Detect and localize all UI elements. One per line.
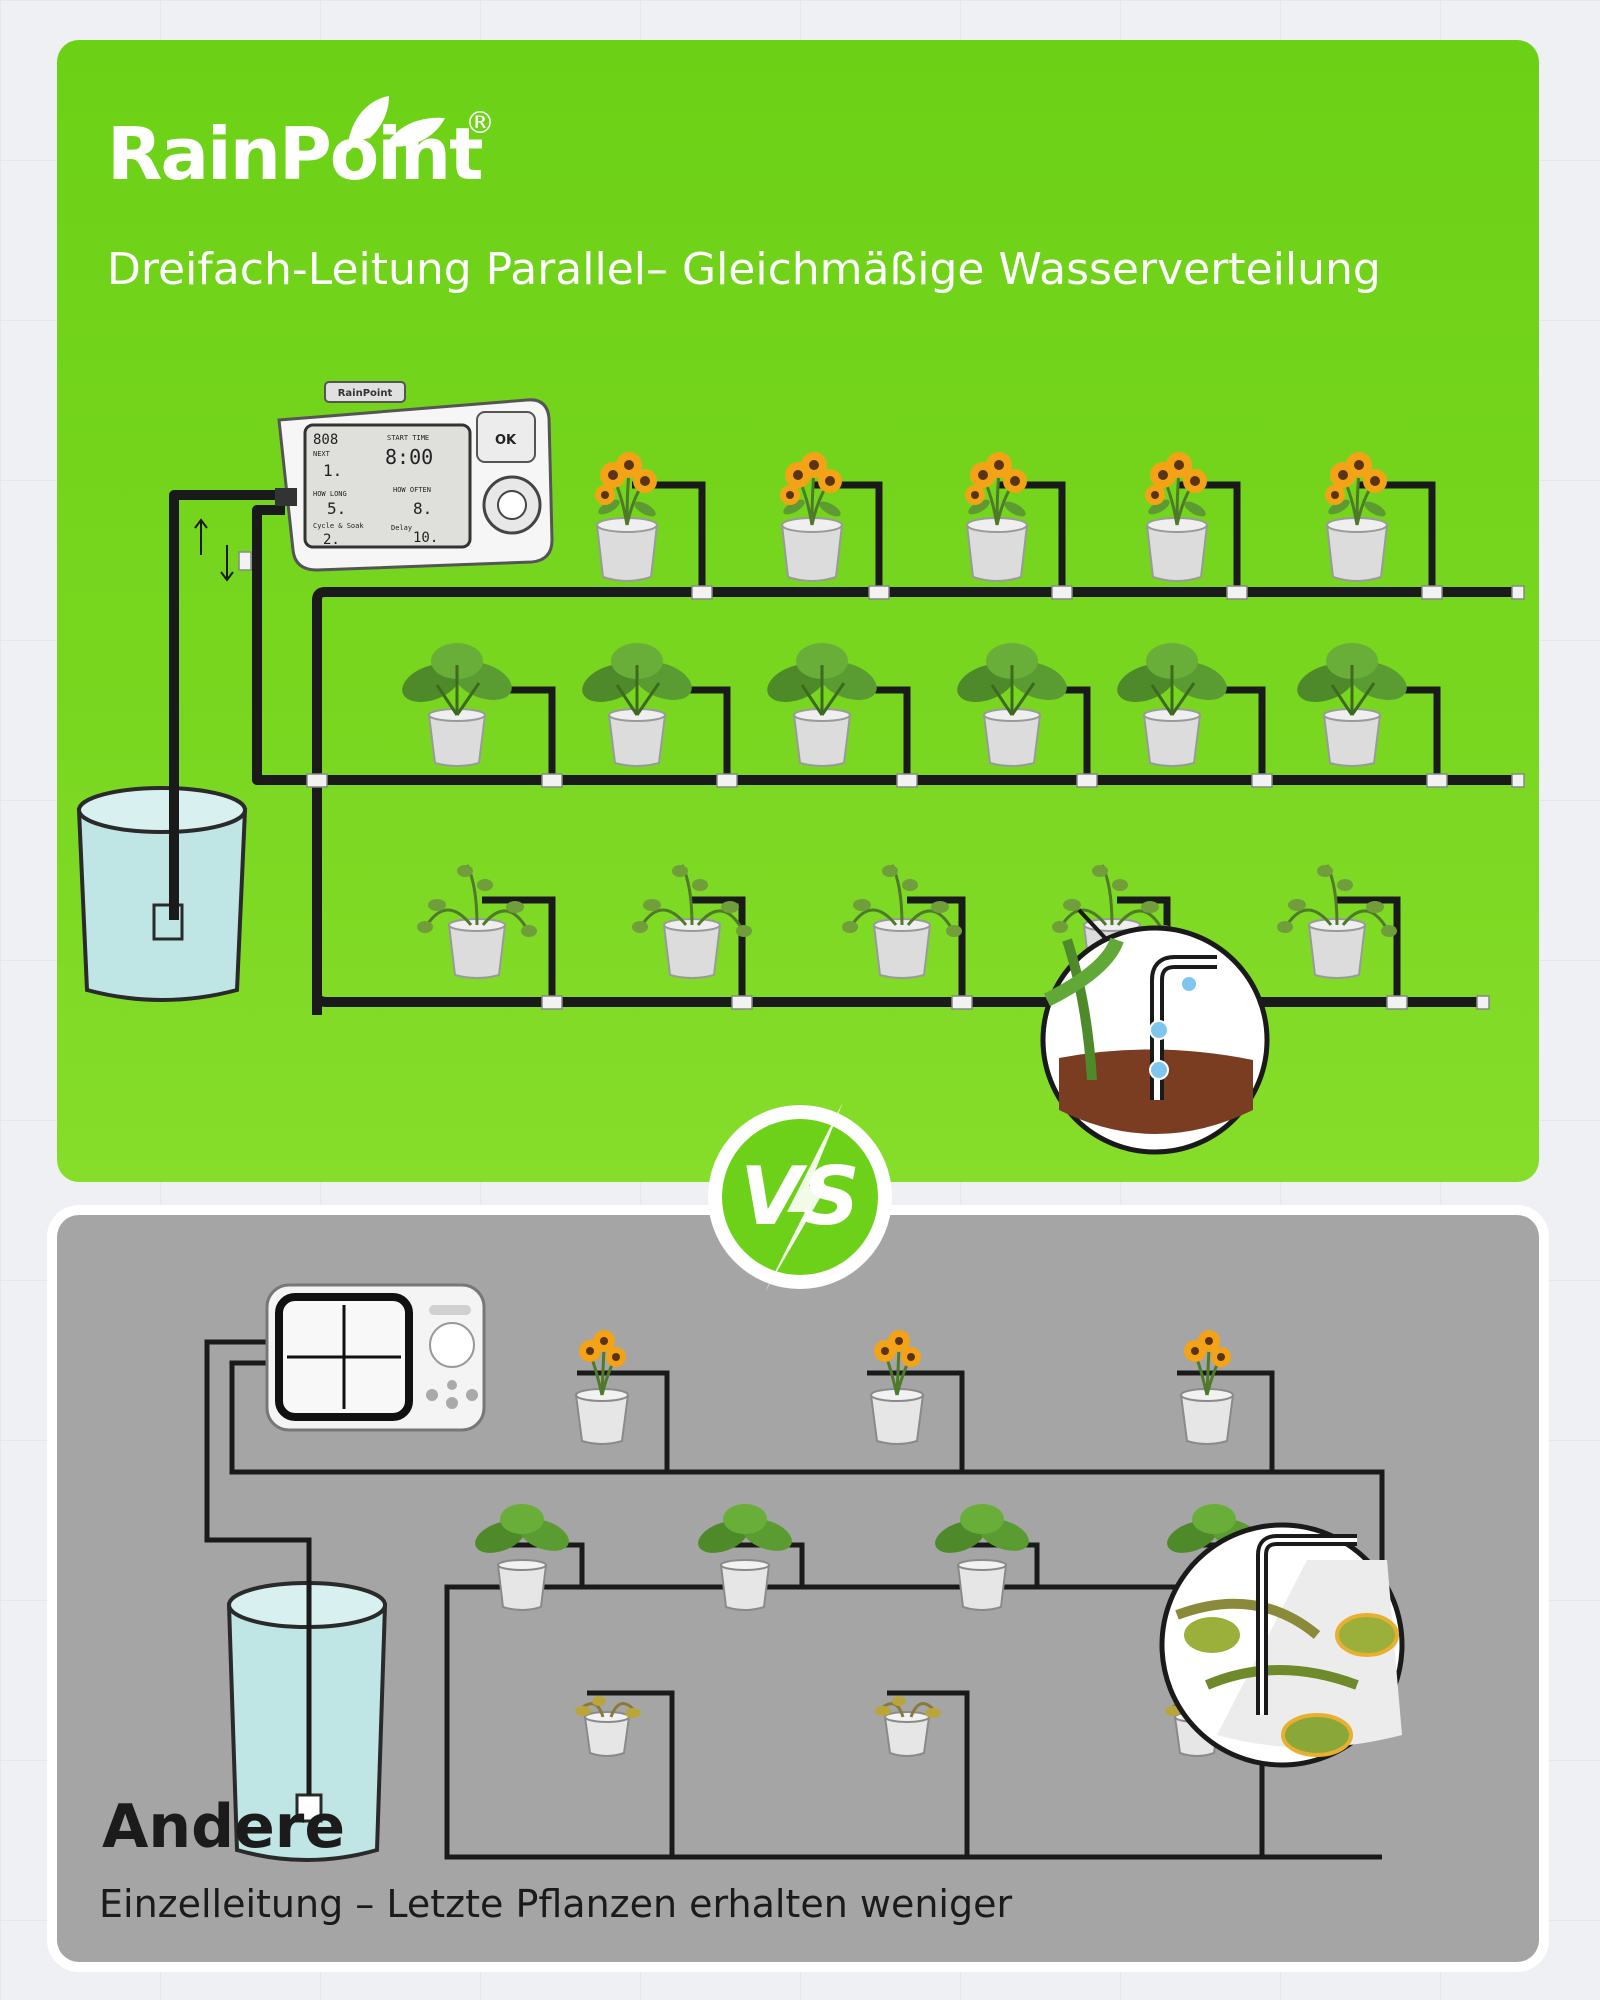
vs-badge: VS: [708, 1102, 892, 1292]
wilted-magnifier: [1159, 1522, 1405, 1768]
top-headline: Dreifach-Leitung Parallel– Gleichmäßige …: [107, 244, 1381, 295]
lcd-next-value: 1.: [323, 461, 342, 480]
other-controller: [265, 1283, 486, 1432]
lcd-mode: 808: [313, 432, 338, 448]
vs-label: VS: [740, 1150, 860, 1243]
vine-pot-icon: [415, 863, 1399, 980]
lcd-delay-value: 10.: [413, 530, 438, 546]
registered-mark: ®: [465, 106, 495, 141]
water-bucket-icon: [76, 786, 248, 1002]
top-diagram: RainPoint 808 NEXT 1. START TIME 8:00 HO…: [76, 381, 1525, 1155]
device-ok-button: OK: [495, 433, 517, 448]
top-panel: RainPoint ® Dreifach-Leitung Parallel– G…: [57, 40, 1539, 1182]
lcd-how-long-label: HOW LONG: [313, 490, 347, 498]
lcd-delay-label: Delay: [391, 524, 412, 532]
lightning-icon: [765, 1102, 843, 1292]
bottom-subtitle: Einzelleitung – Letzte Pflanzen erhalten…: [99, 1882, 1013, 1926]
lcd-start-value: 8:00: [385, 445, 433, 469]
bottom-title: Andere: [102, 1792, 346, 1862]
device-brand-label: RainPoint: [338, 388, 393, 399]
drip-magnifier: [1040, 908, 1270, 1155]
lcd-cycle-label: Cycle & Soak: [313, 522, 364, 530]
flower-pot-icon: [593, 450, 1390, 583]
flower-pot-icon: [574, 1328, 1235, 1446]
leaf-icon: [347, 96, 445, 155]
lcd-how-often-value: 8.: [413, 499, 432, 518]
lcd-next-label: NEXT: [313, 450, 331, 458]
brand-logo: RainPoint: [107, 112, 484, 196]
monstera-pot-icon: [469, 1503, 1267, 1611]
lcd-start-label: START TIME: [387, 434, 429, 442]
lcd-how-long-value: 5.: [327, 499, 346, 518]
bottom-panel: Andere Einzelleitung – Letzte Pflanzen e…: [57, 1215, 1539, 1962]
irrigation-controller: [275, 381, 554, 572]
lcd-how-often-label: HOW OFTEN: [393, 486, 431, 494]
bottom-diagram: [204, 1283, 1405, 1862]
lcd-cycle-value: 2.: [323, 532, 340, 548]
